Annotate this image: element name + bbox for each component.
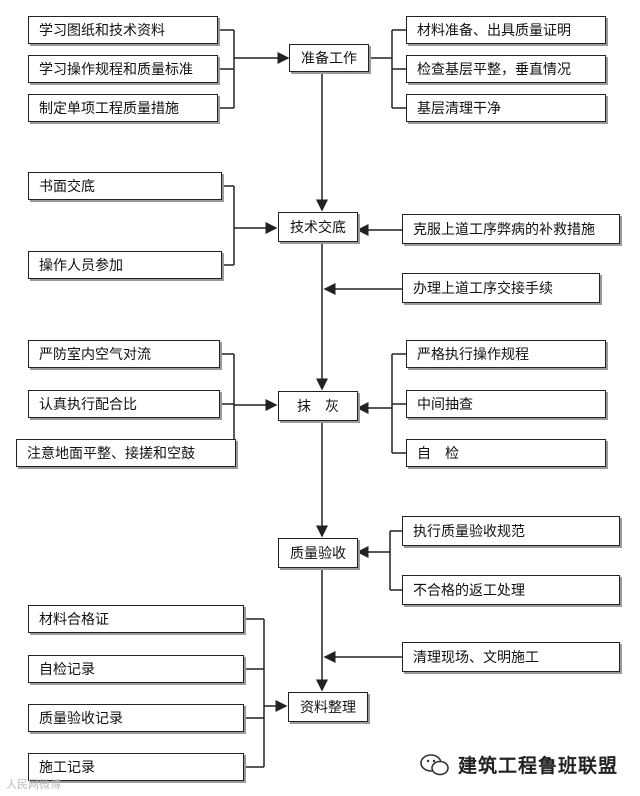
prep-right-item: 材料准备、出具质量证明 (406, 16, 606, 44)
plaster-right-item: 中间抽查 (406, 390, 606, 418)
node-data: 资料整理 (288, 692, 368, 722)
corner-watermark: 人民网微博 (6, 778, 61, 791)
tech-left-item: 操作人员参加 (28, 251, 222, 279)
tech-left-item: 书面交底 (28, 172, 222, 200)
prep-left-item: 学习图纸和技术资料 (28, 16, 218, 44)
cleanup-item: 清理现场、文明施工 (402, 642, 620, 672)
prep-left-item: 学习操作规程和质量标准 (28, 55, 218, 83)
node-prep: 准备工作 (289, 44, 369, 72)
node-quality: 质量验收 (278, 538, 358, 568)
wechat-icon (420, 753, 449, 775)
brand-watermark: 建筑工程鲁班联盟 (420, 751, 618, 778)
data-left-item: 质量验收记录 (28, 704, 244, 732)
prep-right-item: 检查基层平整，垂直情况 (406, 55, 606, 83)
node-plaster: 抹 灰 (278, 391, 358, 421)
tech-right-item: 克服上道工序弊病的补救措施 (402, 214, 620, 244)
quality-right-item: 执行质量验收规范 (402, 516, 620, 546)
plaster-right-item: 严格执行操作规程 (406, 340, 606, 368)
prep-left-item: 制定单项工程质量措施 (28, 94, 218, 122)
node-tech: 技术交底 (278, 212, 358, 242)
data-left-item: 自检记录 (28, 655, 244, 683)
quality-right-item: 不合格的返工处理 (402, 575, 620, 605)
handover-item: 办理上道工序交接手续 (402, 273, 600, 303)
plaster-left-item: 认真执行配合比 (28, 390, 220, 418)
plaster-left-item: 严防室内空气对流 (28, 340, 220, 368)
data-left-item: 材料合格证 (28, 605, 244, 633)
plaster-right-item: 自 检 (406, 439, 606, 467)
data-left-item: 施工记录 (28, 753, 244, 781)
plaster-left-item: 注意地面平整、接搓和空鼓 (16, 439, 236, 467)
brand-text: 建筑工程鲁班联盟 (457, 755, 618, 777)
prep-right-item: 基层清理干净 (406, 94, 606, 122)
